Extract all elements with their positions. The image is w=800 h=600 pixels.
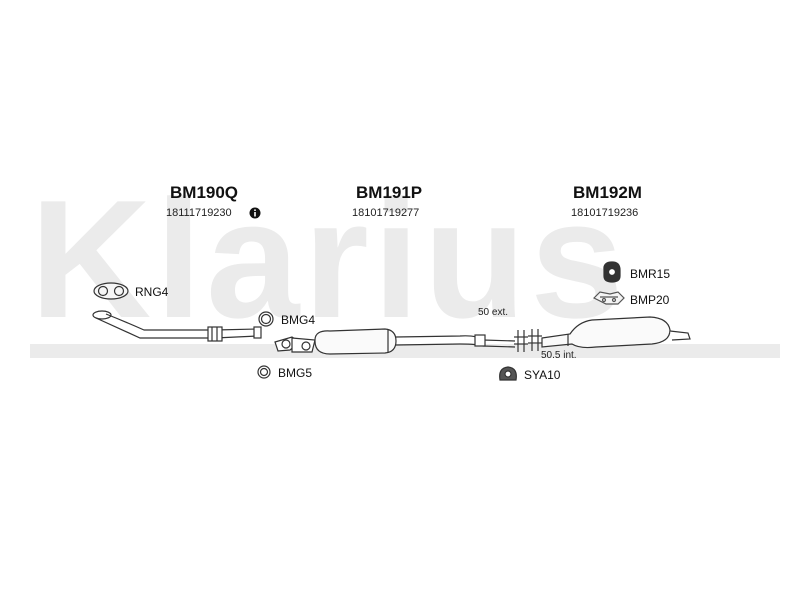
gasket-rng4-icon xyxy=(93,282,129,300)
part-label-bmg4: BMG4 xyxy=(281,313,316,327)
part-label-bmr15: BMR15 xyxy=(630,267,671,281)
annotation-int: 50.5 int. xyxy=(541,350,577,361)
rear-silencer-icon xyxy=(541,316,691,349)
section-code-middle: BM191P xyxy=(356,183,423,202)
part-label-rng4: RNG4 xyxy=(135,285,169,299)
part-label-sya10: SYA10 xyxy=(524,368,561,382)
bracket-bmp20-icon xyxy=(592,291,625,305)
front-pipe-icon xyxy=(92,310,262,342)
section-code-front: BM190Q xyxy=(170,183,239,202)
ring-bmg5-icon xyxy=(257,365,271,379)
section-oe-front: 18111719230 xyxy=(166,207,232,219)
part-label-bmg5: BMG5 xyxy=(278,366,313,380)
middle-silencer-icon xyxy=(274,328,516,355)
mount-sya10-icon xyxy=(499,366,517,381)
brand-watermark: Klarius xyxy=(30,165,628,353)
section-oe-middle: 18101719277 xyxy=(352,207,420,219)
annotation-ext: 50 ext. xyxy=(478,307,509,318)
section-code-rear: BM192M xyxy=(573,183,642,202)
part-label-bmp20: BMP20 xyxy=(630,293,670,307)
info-icon[interactable] xyxy=(249,207,261,219)
ring-bmg4-icon xyxy=(258,311,274,327)
joint-marks-icon xyxy=(514,329,542,352)
section-oe-rear: 18101719236 xyxy=(571,207,639,219)
rubber-mount-bmr15-icon xyxy=(603,261,621,283)
